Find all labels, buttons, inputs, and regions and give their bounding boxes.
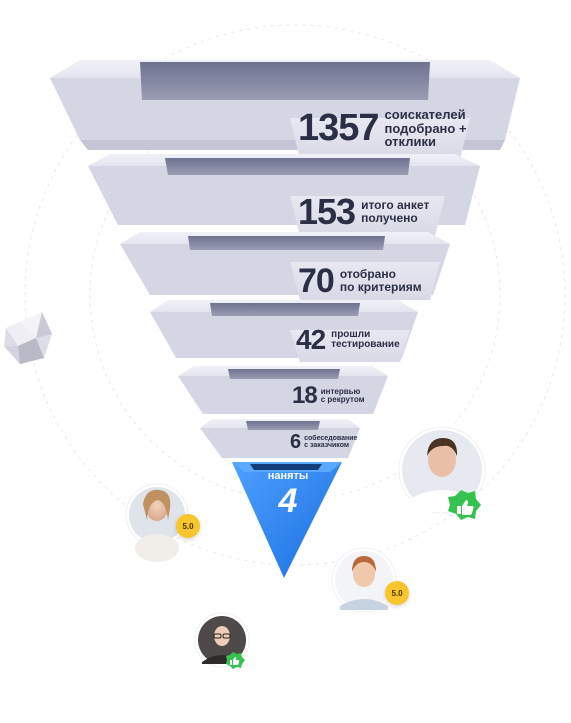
stage-2-label: итого анкет получено [361,199,429,224]
rating-badge: 5.0 [176,514,200,538]
stage-6-label-line: собеседование [304,435,357,442]
stage-6-text: 6 собеседование с заказчиком [290,432,357,452]
stage-5-label: интервью с рекрутом [321,388,365,405]
stage-3-value: 70 [298,264,334,298]
stage-4-label-line: тестирование [331,339,399,350]
stage-4-value: 42 [296,326,325,354]
stage-4-label: прошли тестирование [331,330,399,351]
hired-label: наняты [232,470,344,482]
stage-3-label-line: по критериям [340,280,422,294]
stage-6-value: 6 [290,432,300,452]
polyhedron-icon [4,312,52,364]
rating-badge: 5.0 [385,581,409,605]
stage-2-label-line: получено [361,211,418,225]
hired-value: 4 [232,484,344,518]
stage-5-value: 18 [292,384,317,408]
stage-6-label-line: с заказчиком [304,442,349,449]
stage-4-text: 42 прошли тестирование [296,326,400,354]
avatar-man-ginger [332,548,396,612]
stage-1-value: 1357 [298,109,379,147]
stage-3-label: отобрано по критериям [340,268,422,293]
stage-2-text: 153 итого анкет получено [298,194,429,230]
stage-1-label-line: отклики [385,134,436,149]
hired-block: наняты 4 [232,470,344,518]
stage-5-text: 18 интервью с рекрутом [292,384,365,408]
stage-1-text: 1357 соискателей подобрано + отклики [298,108,467,149]
stage-6-label: собеседование с заказчиком [304,435,357,450]
stage-1-label: соискателей подобрано + отклики [385,108,467,149]
stage-4-label-line: прошли [331,329,370,340]
stage-2-value: 153 [298,194,355,230]
stage-3-text: 70 отобрано по критериям [298,264,422,298]
stage-5-label-line: с рекрутом [321,395,365,404]
